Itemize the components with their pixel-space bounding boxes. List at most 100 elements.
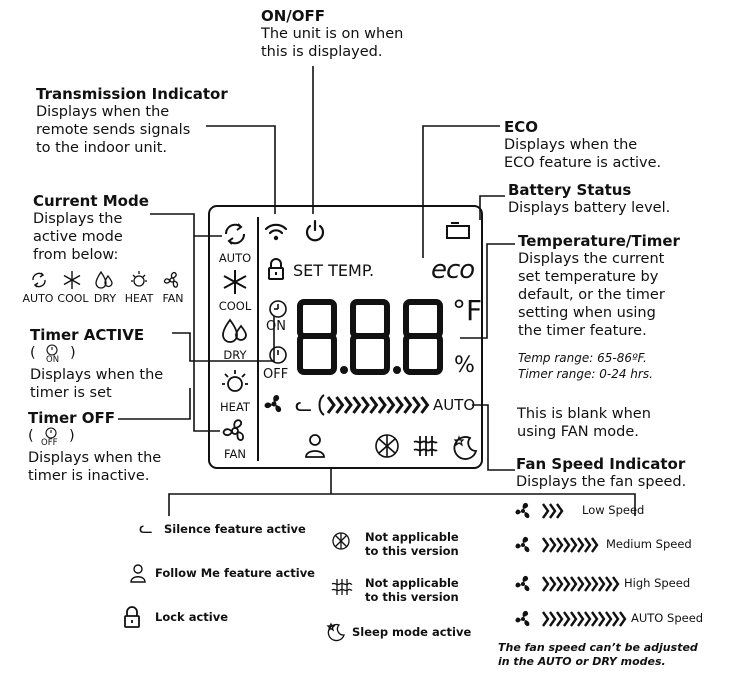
callout-title: Fan Speed Indicator bbox=[516, 455, 686, 473]
fan-icon bbox=[163, 271, 179, 288]
auto-note-line: using FAN mode. bbox=[517, 424, 639, 440]
chevron-icon bbox=[556, 537, 564, 553]
chevron-icon bbox=[570, 611, 578, 627]
wifi-transmission-icon bbox=[264, 223, 288, 241]
auto-mode-icon bbox=[224, 223, 246, 245]
chevron-icon bbox=[570, 576, 578, 592]
chevron-icon bbox=[394, 396, 404, 414]
chevron-icon bbox=[598, 611, 606, 627]
chevron-icon bbox=[556, 611, 564, 627]
chevron-icon bbox=[577, 537, 585, 553]
timer-icon bbox=[46, 344, 58, 356]
range-note: Temp range: 65-86ºF. bbox=[518, 351, 647, 365]
callout-title: Current Mode bbox=[33, 192, 149, 210]
chevron-icon bbox=[570, 537, 578, 553]
mode-row-label: AUTO bbox=[22, 292, 54, 305]
callout-timer-off: Timer OFF ( OFF ) Displays when the time… bbox=[28, 409, 162, 484]
sun-mode-icon bbox=[222, 370, 248, 392]
fan-speed-glyph bbox=[515, 610, 627, 627]
sun-icon bbox=[131, 271, 147, 287]
callout-desc: remote sends signals bbox=[36, 122, 191, 138]
chevron-icon bbox=[549, 537, 557, 553]
set-temp-label: SET TEMP. bbox=[293, 261, 375, 280]
callout-desc: to the indoor unit. bbox=[36, 140, 168, 156]
snowflake-icon bbox=[63, 271, 81, 289]
timer-off-label: OFF bbox=[263, 367, 289, 382]
legend-label: to this version bbox=[365, 590, 459, 604]
chevron-icon bbox=[612, 576, 620, 592]
chevron-icon bbox=[403, 396, 413, 414]
mode-label-auto: AUTO bbox=[218, 251, 252, 265]
callout-fan-speed: Fan Speed Indicator Displays the fan spe… bbox=[516, 455, 686, 491]
legend-label: Not applicable bbox=[365, 576, 459, 590]
callout-desc: active mode bbox=[33, 229, 123, 245]
fan-mode-icon bbox=[222, 419, 245, 441]
callout-title: Timer OFF bbox=[28, 409, 116, 427]
footnote-line: in the AUTO or DRY modes. bbox=[498, 655, 666, 668]
chevron-icon bbox=[542, 576, 550, 592]
chevron-icon bbox=[556, 503, 564, 519]
legend-label: Lock active bbox=[155, 610, 229, 624]
callout-timer-active: Timer ACTIVE ( ON ) Displays when the ti… bbox=[30, 326, 164, 401]
silence-icon: ᓚ bbox=[139, 518, 153, 537]
chevron-icon bbox=[542, 537, 550, 553]
callout-desc: setting when using bbox=[518, 305, 656, 321]
timer-icon-label: ON bbox=[46, 355, 60, 365]
snowflake-mode-icon bbox=[223, 270, 247, 294]
callout-title: Timer ACTIVE bbox=[30, 326, 145, 344]
mode-label-dry: DRY bbox=[223, 348, 247, 362]
fan-icon bbox=[515, 575, 530, 592]
chevron-icon bbox=[326, 396, 336, 414]
chevron-icon bbox=[577, 611, 585, 627]
eco-label: eco bbox=[431, 255, 475, 285]
legend-label: Not applicable bbox=[365, 530, 459, 544]
callout-desc: default, or the timer bbox=[518, 287, 665, 303]
callout-desc: Displays the fan speed. bbox=[516, 474, 687, 490]
chevron-icon bbox=[335, 396, 345, 414]
range-note: Timer range: 0-24 hrs. bbox=[518, 367, 653, 381]
chevron-icon bbox=[584, 611, 592, 627]
callout-title: Transmission Indicator bbox=[36, 85, 228, 103]
follow-me-person-icon bbox=[305, 434, 325, 458]
hash-grid-icon bbox=[413, 436, 438, 456]
callout-battery: Battery Status Displays battery level. bbox=[508, 181, 670, 217]
timer-on-label: ON bbox=[266, 319, 286, 334]
chevron-icon bbox=[577, 576, 585, 592]
callout-desc: this is displayed. bbox=[261, 44, 383, 60]
mode-label-fan: FAN bbox=[223, 447, 247, 461]
chevron-icon bbox=[542, 611, 550, 627]
callout-title: Battery Status bbox=[508, 181, 632, 199]
legend-label: Silence feature active bbox=[164, 522, 306, 536]
callout-desc: timer is inactive. bbox=[28, 468, 150, 484]
chevron-icon bbox=[411, 396, 421, 414]
fan-icon bbox=[515, 536, 530, 553]
shield-grid-icon bbox=[332, 532, 350, 550]
fan-speed-glyph bbox=[515, 502, 564, 519]
sleep-moon-icon bbox=[453, 435, 478, 460]
chevron-icon bbox=[420, 396, 430, 414]
droplet-icon bbox=[95, 270, 113, 289]
lock-icon bbox=[268, 258, 284, 280]
chevron-icon bbox=[549, 576, 557, 592]
legend-label: Follow Me feature active bbox=[155, 566, 315, 580]
timer-icon-label: OFF bbox=[41, 438, 58, 448]
chevron-icon bbox=[605, 576, 613, 592]
chevron-icon bbox=[377, 396, 387, 414]
callout-auto-note: This is blank when using FAN mode. bbox=[517, 405, 651, 441]
mode-row-label: HEAT bbox=[124, 292, 154, 305]
callout-desc: set temperature by bbox=[518, 269, 659, 285]
timer-off-icon bbox=[269, 346, 287, 364]
hash-grid-icon bbox=[331, 579, 353, 595]
fahrenheit-unit: °F bbox=[452, 294, 483, 327]
mode-icon-row: AUTO COOL DRY HEAT FAN bbox=[21, 268, 191, 308]
fan-speed-chevrons bbox=[318, 394, 430, 416]
auto-icon bbox=[32, 272, 46, 288]
callout-title: ON/OFF bbox=[261, 7, 326, 25]
callout-desc: Displays when the bbox=[504, 137, 638, 153]
footnote-line: The fan speed can’t be adjusted bbox=[498, 641, 698, 654]
chevron-icon bbox=[563, 576, 571, 592]
callout-desc: Displays when the bbox=[28, 450, 162, 466]
fan-icon bbox=[515, 502, 530, 519]
chevron-icon bbox=[556, 576, 564, 592]
